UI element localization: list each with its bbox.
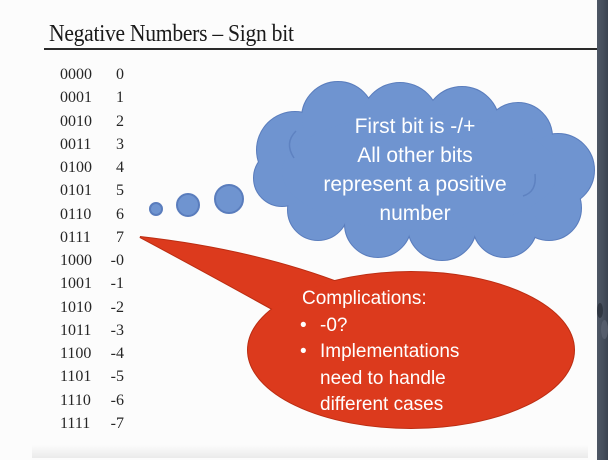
binary-code: 0011 [60, 135, 92, 153]
cloud-line: represent a positive [323, 173, 507, 196]
table-row: 0111 7 [60, 226, 130, 249]
decimal-value: -0 [110, 252, 124, 269]
decimal-value: 4 [116, 159, 124, 176]
bottom-shadow [32, 445, 588, 458]
thought-cloud-text: First bit is -/+ All other bits represen… [276, 112, 554, 228]
decimal-value: 6 [116, 205, 124, 223]
page-title: Negative Numbers – Sign bit [49, 21, 294, 47]
table-row: 0010 2 [60, 110, 130, 133]
decimal-value: 0 [116, 66, 124, 83]
bullet-icon: • [300, 341, 307, 362]
table-row: 1010 -2 [60, 296, 130, 319]
table-row: 0011 3 [60, 133, 130, 156]
binary-code: 1110 [60, 391, 91, 409]
binary-code: 1001 [60, 275, 92, 293]
binary-code: 0111 [60, 228, 91, 246]
bullet-icon: • [300, 314, 307, 336]
decimal-value: -3 [110, 321, 124, 339]
binary-code: 0101 [60, 182, 92, 200]
cloud-curl-right [522, 173, 536, 197]
table-row: 1101 -5 [60, 365, 130, 388]
cloud-line: All other bits [357, 144, 473, 167]
decimal-value: -7 [110, 414, 124, 432]
binary-code: 1101 [60, 368, 92, 386]
decimal-value: -1 [110, 275, 124, 293]
callout-text: Complications: • -0? • Implementations n… [300, 286, 510, 419]
table-row: 0101 5 [60, 179, 130, 202]
table-row: 1111 -7 [60, 412, 130, 435]
sidebar-dark-smudge [597, 303, 603, 318]
binary-code: 0010 [60, 112, 92, 130]
decimal-value: 5 [116, 182, 124, 200]
decimal-value: 2 [116, 112, 124, 130]
binary-code: 0110 [60, 205, 92, 223]
table-row: 0110 6 [60, 203, 130, 226]
decimal-value: -6 [110, 391, 124, 409]
table-row: 1000 -0 [60, 249, 130, 272]
decimal-value: -4 [110, 345, 124, 362]
table-row: 0001 1 [60, 86, 130, 109]
table-row: 1100 -4 [60, 342, 130, 365]
binary-code: 0000 [60, 66, 92, 83]
cloud-line: number [379, 202, 451, 225]
decimal-value: 7 [116, 228, 124, 246]
bullet-text: -0? [320, 314, 348, 336]
decimal-value: 3 [116, 135, 124, 153]
right-edge-bar [597, 0, 608, 460]
cloud-line: First bit is -/+ [354, 115, 476, 138]
decimal-value: -5 [110, 368, 124, 386]
callout-heading: Complications: [302, 288, 427, 309]
thought-trail-dots [149, 184, 244, 217]
sidebar-light-smudge [601, 320, 608, 339]
binary-code: 1100 [60, 345, 92, 362]
table-row: 0100 4 [60, 156, 130, 179]
table-row: 1110 -6 [60, 389, 130, 412]
binary-code: 1010 [60, 298, 92, 316]
table-row: 1011 -3 [60, 319, 130, 342]
cloud-curl-left [288, 130, 297, 159]
decimal-value: 1 [116, 89, 124, 107]
binary-code: 1111 [60, 414, 91, 432]
bullet-text: Implementations need to handle different… [320, 341, 460, 415]
binary-code: 1011 [60, 321, 92, 339]
callout-bullet: • Implementations need to handle differe… [300, 339, 510, 419]
decimal-value: -2 [110, 298, 124, 316]
binary-code: 1000 [60, 252, 92, 269]
title-underline [44, 48, 608, 50]
binary-code: 0100 [60, 159, 92, 176]
binary-code: 0001 [60, 89, 92, 107]
table-row: 1001 -1 [60, 272, 130, 295]
callout-bullet: • -0? [300, 313, 510, 340]
